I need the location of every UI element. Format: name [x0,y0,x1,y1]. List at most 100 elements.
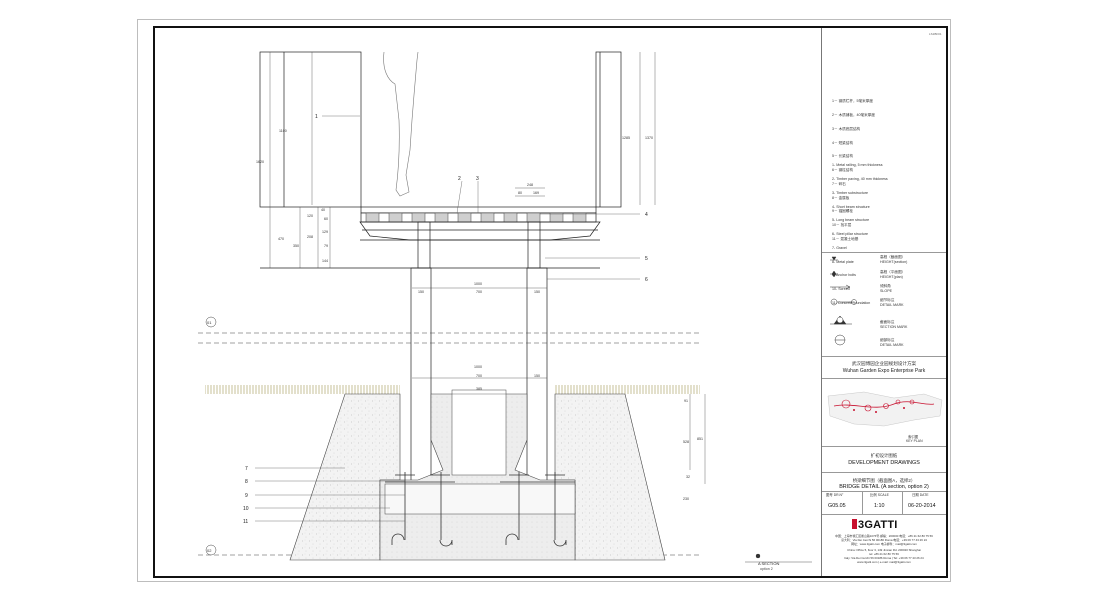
short-beam [359,221,601,241]
legend-height-section: 高程（截面图）HEIGHT(section) [880,255,908,264]
ground-grass-left [205,385,400,394]
note-zh-7: 7－ 碎石 [832,181,846,186]
dim-80: 80 [518,191,522,195]
note-en-5: 5- Long beam structure [832,218,870,223]
address-en-4: www.3gatti.com | e-mail: mail@3gatti.com [857,560,911,564]
callout-7: 7 [245,466,248,472]
note-en-8: 8- Metal plate [832,259,854,264]
dim-120: 120 [307,214,313,218]
callout-11: 11 [243,519,248,525]
dim-top-left: 150 [418,290,424,294]
drawing-title-en: BRIDGE DETAIL (A section, option 2) [839,484,929,490]
note-en-10: 10- Screed [832,287,850,292]
dim-1100: 1100 [279,129,287,133]
address-en-2: tel: +86 21 62 80 75 56 [869,552,899,556]
dim-r230: 230 [683,497,689,501]
dim-top-mid: 700 [476,290,482,294]
legend-height-plan: 高程（平面图）HEIGHT(plan) [880,270,906,279]
stage-en: DEVELOPMENT DRAWINGS [848,460,920,466]
steel-pillar-left [410,267,432,512]
sheet-code: LS1BF01 [929,32,942,36]
address-it: 意大利：Via Dei Cerchi 56 00186 Roma 电话：+39 … [841,538,927,542]
drawing-frame [153,26,948,578]
scale-figure [383,51,419,197]
note-en-7: 7- Gravel [832,245,847,250]
drawing-number-label: 图号 DR.N° [826,493,844,497]
address-en-3: Italy: Via Dei Cerchi 56 00186 Roma | Te… [844,556,924,560]
ground-grass-right [555,385,700,394]
callout-1: 1 [315,114,318,120]
address-en-1: China: Office 5, floor 3, 149 Jinxian Rd… [847,548,921,552]
dim-r91: 91 [684,399,688,403]
dim-r851: 851 [697,437,703,441]
dim-top-total: 1000 [474,282,482,286]
project-title-en: Wuhan Garden Expo Enterprise Park [842,368,926,374]
section-option: option 2 [760,567,773,571]
address-web: 网址：www.3gatti.com 电子邮件：mail@3gatti.com [851,542,917,546]
key-plan-map [827,391,943,427]
timber-paving [360,206,597,214]
scale-value: 1:10 [874,503,885,509]
dim-129: 129 [322,230,328,234]
long-beam [417,221,431,269]
note-zh-1: 1－ 钢质栏杆，5毫米厚度 [832,99,873,104]
company-logo: 3GATTI [852,519,898,531]
dim-top-right: 150 [534,290,540,294]
right-railing [595,51,622,208]
screed [384,483,576,515]
dim-248: 248 [527,183,533,187]
note-en-11: 11- Concrete foundation [832,301,871,305]
notes-zh: 1－ 钢质栏杆，5毫米厚度 2－ 木质铺板，40毫米厚度 3－ 木质底层结构 4… [832,90,875,251]
dim-r32: 32 [686,475,690,479]
logo-mark-icon [852,519,857,529]
section-mark: A SECTION [758,561,779,566]
date-label: 日期 DATE [912,493,929,497]
dim-79: 79 [324,244,328,248]
note-en-2: 2- Timber paving, 40 mm thickness [832,176,888,181]
note-zh-11: 11－ 混凝土地基 [832,237,859,241]
callout-4: 4 [645,212,648,218]
dim-144: 144 [322,259,328,263]
steel-pillar-right [526,267,548,512]
dim-350: 350 [293,244,299,248]
scale-label: 比例 SCALE [870,493,889,497]
dim-60: 60 [324,217,328,221]
dim-r528: 528 [683,440,689,444]
address-zh: 中国：上海市徐汇区衡山路1076号·邮编：200030 电话：+86 21 62… [835,534,933,538]
legend-symbols [830,256,857,346]
dim-low-inner: 385 [476,387,482,391]
left-railing [259,51,362,208]
note-en-1: 1- Metal railing, 5 mm thickness [832,163,883,168]
note-en-4: 4- Short beam structure [832,204,870,209]
callout-3: 3 [476,176,479,182]
callout-8: 8 [245,479,248,485]
notes-en: 1- Metal railing, 5 mm thickness 2- Timb… [832,154,888,315]
title-block: 1－ 钢质栏杆，5毫米厚度 2－ 木质铺板，40毫米厚度 3－ 木质底层结构 4… [821,28,946,576]
level-02: 02 [207,548,212,553]
drawing-number: G05.05 [828,503,846,509]
dim-1370: 1370 [645,136,653,140]
note-zh-10: 10－ 找平层 [832,223,852,228]
date-value: 06-20-2014 [908,503,936,509]
dim-1285: 1285 [622,136,630,140]
dim-low-right: 150 [534,374,540,378]
note-zh-8: 8－ 金属板 [832,195,850,200]
callout-9: 9 [245,493,248,499]
dim-470: 470 [278,237,284,241]
note-en-3: 3- Timber substructure [832,190,868,195]
drawing-title-zh: 桥梁细节图（截面图A，选择2） [852,478,916,483]
dim-40: 40 [321,208,325,212]
note-zh-5: 5－ 长梁结构 [832,154,853,159]
note-en-6: 6- Steel pillar structure [832,232,868,237]
level-01: 01 [207,320,212,325]
note-zh-3: 3－ 木质底层结构 [832,126,861,131]
callout-10: 10 [243,506,249,512]
project-title-zh: 武汉园博园企业园规划设计方案 [851,361,917,366]
concrete-foundation [379,393,576,561]
note-zh-2: 2－ 木质铺板，40毫米厚度 [832,112,875,117]
note-zh-6: 6－ 钢柱结构 [832,168,853,173]
